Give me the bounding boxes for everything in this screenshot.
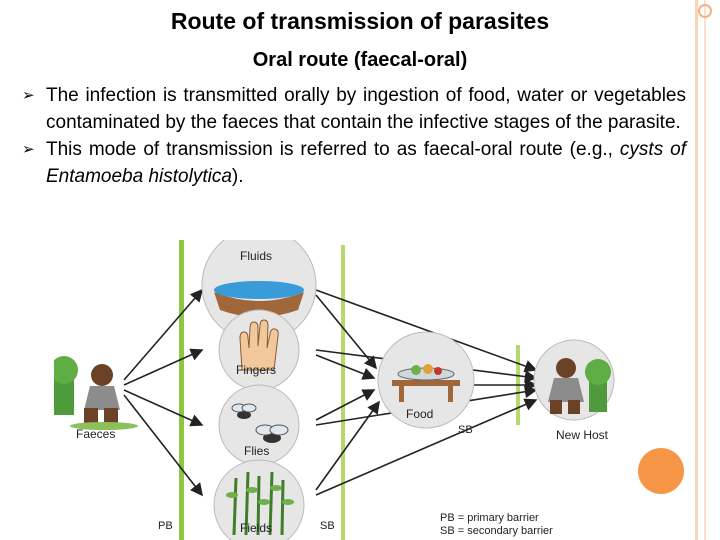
bullet-item-2: ➢ This mode of transmission is referred … [22, 136, 686, 190]
faeces-person-icon [54, 356, 138, 430]
primary-barrier-line [179, 240, 184, 540]
slide-subtitle: Oral route (faecal-oral) [252, 49, 468, 71]
legend-sb: SB = secondary barrier [440, 525, 553, 537]
decorative-orange-circle [638, 448, 684, 494]
bullet-text-2-pre: This mode of transmission is referred to… [46, 139, 620, 160]
bullet-text-2-italic: cysts of Entamoeba histolytica [46, 139, 687, 187]
decorative-rail-line-thin [704, 0, 706, 540]
fields-bubble [213, 459, 305, 540]
arrows-from-faeces [123, 288, 204, 497]
slide-title: Route of transmission of parasites [170, 8, 550, 34]
food-label: Food [406, 407, 433, 421]
pb-label: PB [158, 520, 173, 532]
fields-label: Fields [240, 521, 272, 535]
transmission-diagram: Faeces Fluids Fingers Flies [54, 240, 615, 540]
fingers-bubble [218, 309, 300, 391]
decorative-rail-line [695, 0, 698, 540]
legend-pb: PB = primary barrier [440, 512, 539, 524]
arrow-bullet-icon: ➢ [22, 87, 35, 104]
flies-bubble [218, 384, 300, 466]
bullet-list: ➢ The infection is transmitted orally by… [22, 82, 686, 190]
fingers-label: Fingers [236, 363, 276, 377]
faeces-label: Faeces [76, 427, 115, 441]
arrows-to-food [315, 294, 380, 491]
fluids-bubble [201, 240, 317, 343]
bullet-item-1: ➢ The infection is transmitted orally by… [22, 82, 686, 136]
sb-label-2: SB [458, 424, 473, 436]
bullet-text-1: The infection is transmitted orally by i… [46, 85, 686, 133]
sb-label-1: SB [320, 520, 335, 532]
fluids-label: Fluids [240, 249, 272, 263]
bullet-text-2-post: ). [231, 166, 244, 187]
food-bubble [377, 331, 475, 429]
flies-label: Flies [244, 444, 269, 458]
arrow-bullet-icon: ➢ [22, 141, 35, 158]
decorative-circle-outline [698, 4, 712, 18]
new-host-bubble [533, 339, 615, 421]
new-host-label: New Host [556, 428, 609, 442]
secondary-barrier-line-1 [341, 245, 345, 540]
